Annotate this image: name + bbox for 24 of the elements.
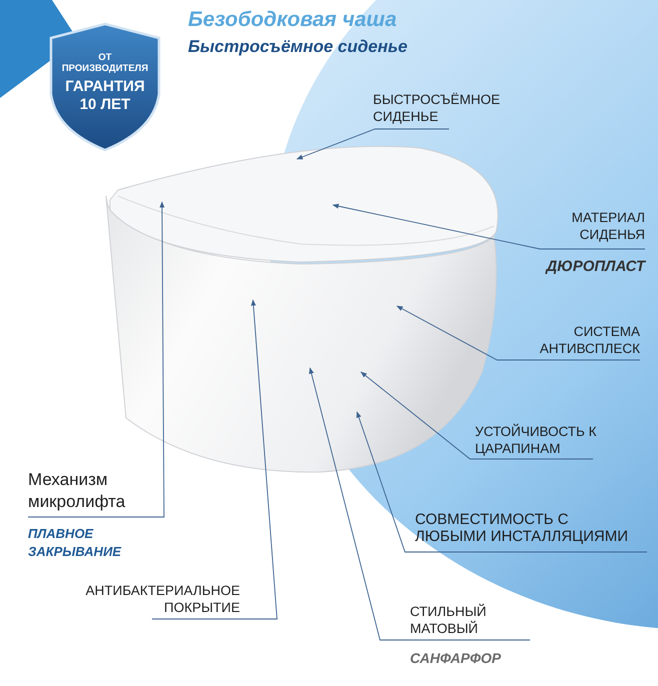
material-name: САНФАРФОР <box>409 650 502 666</box>
callout-text: СОВМЕСТИМОСТЬ С ЛЮБЫМИ ИНСТАЛЛЯЦИЯМИ <box>415 511 630 545</box>
leader-line <box>28 201 165 518</box>
callout-text: Механизм микролифта <box>28 469 126 513</box>
callout-text: МАТЕРИАЛ СИДЕНЬЯ <box>570 209 645 243</box>
leader-line <box>152 299 278 620</box>
leader-line <box>296 128 450 160</box>
callout-text: АНТИБАКТЕРИАЛЬНОЕ ПОКРЫТИЕ <box>84 582 241 616</box>
material-name: ДЮРОПЛАСТ <box>544 258 645 275</box>
leader-line <box>396 306 640 360</box>
callout-text: СИСТЕМА АНТИВСПЛЕСК <box>538 323 640 357</box>
leader-line <box>332 204 646 250</box>
callout-text: УСТОЙЧИВОСТЬ К ЦАРАПИНАМ <box>475 423 598 457</box>
callout-text: БЫСТРОСЪЁМНОЕ СИДЕНЬЕ <box>373 91 502 125</box>
callout-text: СТИЛЬНЫЙ МАТОВЫЙ <box>409 603 488 637</box>
heading: Безободковая чаша <box>188 8 397 32</box>
warranty-text: ОТ ПРОИЗВОДИТЕЛЯ <box>60 52 150 74</box>
leader-line <box>308 367 530 640</box>
shield-badge <box>48 22 162 152</box>
warranty-text: ГАРАНТИЯ 10 ЛЕТ <box>64 78 146 114</box>
subheading: Быстросъёмное сиденье <box>188 37 408 57</box>
feature-subtitle: ПЛАВНОЕ ЗАКРЫВАНИЕ <box>28 525 122 561</box>
leader-line <box>356 411 648 552</box>
leader-line <box>360 372 594 460</box>
